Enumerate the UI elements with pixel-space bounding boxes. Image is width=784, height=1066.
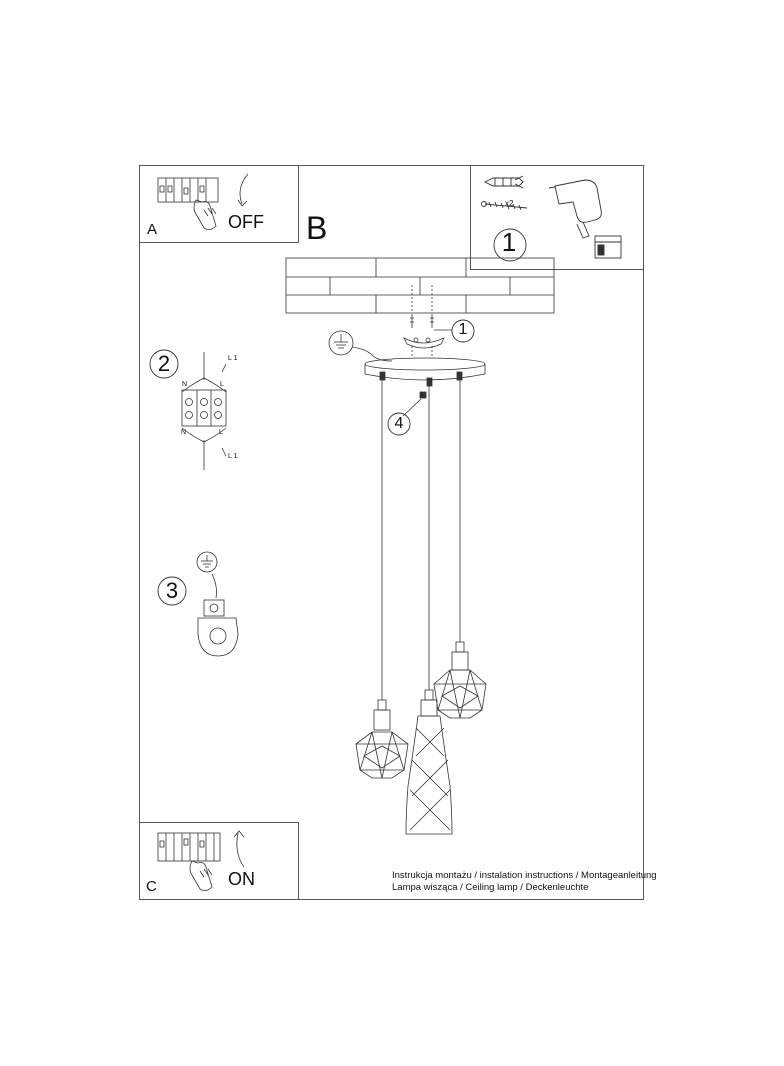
ceiling-canopy-icon bbox=[364, 357, 486, 381]
ground-step-number: 3 bbox=[165, 578, 179, 603]
panel-b-letter: B bbox=[306, 210, 328, 246]
ground-symbol-icon bbox=[328, 330, 354, 356]
power-off-label: OFF bbox=[228, 212, 264, 232]
wire-label-n-bottom: N bbox=[181, 429, 187, 436]
bottle-pendant-center-icon bbox=[405, 689, 453, 835]
terminal-block-icon bbox=[181, 352, 227, 470]
panel-tools-hardware: x2 1 bbox=[470, 165, 644, 270]
mounting-bracket-icon bbox=[403, 337, 445, 349]
screw-step-number: 4 bbox=[394, 415, 404, 432]
drill-icon bbox=[548, 179, 622, 259]
mount-step-badge bbox=[451, 319, 475, 343]
wiring-step-number: 2 bbox=[157, 351, 171, 376]
wiring-step-badge bbox=[149, 349, 179, 379]
mounting-screw-icon bbox=[410, 314, 434, 328]
screw-icon bbox=[481, 201, 528, 211]
caption-product: Lampa wisząca / Ceiling lamp / Deckenleu… bbox=[392, 882, 589, 893]
screw-step-badge bbox=[387, 412, 411, 436]
caption-instructions: Instrukcja montażu / instalation instruc… bbox=[392, 870, 657, 881]
wire-label-l-bottom: L bbox=[219, 429, 223, 436]
panel-a-letter: A bbox=[147, 221, 158, 238]
wall-plug-icon bbox=[483, 175, 524, 189]
breaker-on-icon bbox=[157, 830, 245, 891]
wire-label-l1-top: L 1 bbox=[228, 355, 238, 362]
wire-label-n-top: N bbox=[182, 381, 188, 388]
tools-illustration bbox=[481, 175, 622, 259]
cage-pendant-left-icon bbox=[355, 699, 409, 779]
mount-step-number: 1 bbox=[458, 321, 468, 338]
ceiling-icon bbox=[285, 257, 555, 314]
ground-terminal-icon bbox=[196, 551, 239, 657]
breaker-off-icon bbox=[157, 173, 249, 230]
instruction-sheet-frame bbox=[139, 165, 644, 900]
ground-step-badge bbox=[157, 576, 187, 606]
wire-label-l-top: L bbox=[220, 381, 224, 388]
panel-a-power-off: A OFF bbox=[139, 165, 299, 243]
panel-c-letter: C bbox=[146, 878, 157, 895]
tools-step-badge bbox=[493, 228, 527, 262]
cage-pendant-right-icon bbox=[433, 641, 487, 719]
power-on-label: ON bbox=[228, 869, 255, 889]
wire-label-l1-bottom: L 1 bbox=[228, 453, 238, 460]
panel-c-power-on: C ON bbox=[139, 822, 299, 900]
hardware-quantity: x2 bbox=[505, 199, 514, 208]
tools-step-number: 1 bbox=[501, 227, 517, 257]
